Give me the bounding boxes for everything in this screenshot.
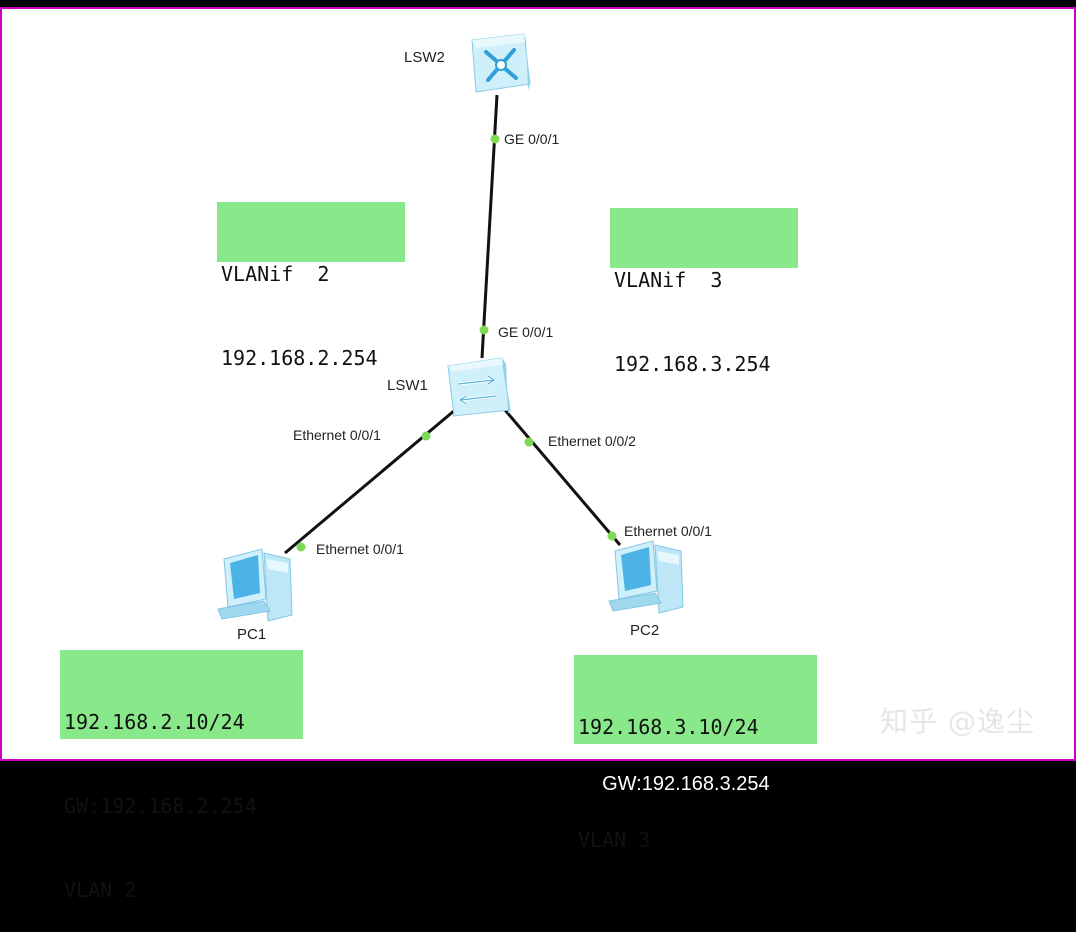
port-label-lsw1-e1: Ethernet 0/0/1 (293, 427, 381, 443)
port-dot-pc1-e (296, 542, 306, 552)
core-switch-icon (471, 33, 531, 93)
port-label-lsw1-ge: GE 0/0/1 (498, 324, 554, 340)
port-label-lsw2-ge: GE 0/0/1 (504, 131, 560, 147)
note-pc1: 192.168.2.10/24 GW:192.168.2.254 VLAN 2 (60, 650, 303, 902)
device-label-lsw2: LSW2 (404, 49, 445, 66)
pc-icon (217, 548, 293, 622)
port-dot-lsw1-e1 (421, 431, 431, 441)
note-vlanif2-ip: 192.168.2.254 (221, 346, 378, 370)
device-label-pc2: PC2 (630, 622, 660, 639)
note-pc2-gw: GW:192.168.3.254 (599, 770, 773, 798)
note-vlanif3-ip: 192.168.3.254 (614, 352, 771, 376)
port-dot-lsw1-e2 (524, 437, 534, 447)
link-lsw2-lsw1[interactable] (480, 94, 499, 359)
note-pc2-vlan: VLAN 3 (578, 828, 651, 852)
device-lsw1[interactable] (444, 354, 516, 418)
access-switch-icon (447, 357, 511, 417)
note-vlanif2-name: VLANif 2 (221, 262, 330, 286)
port-dot-pc2-e (607, 531, 617, 541)
note-pc2: 192.168.3.10/24 GW:192.168.3.254 VLAN 3 (574, 655, 817, 852)
port-dot-lsw2-ge (490, 134, 500, 144)
port-label-pc1-e: Ethernet 0/0/1 (316, 541, 404, 557)
port-label-pc2-e: Ethernet 0/0/1 (624, 523, 712, 539)
watermark: 知乎 @逸尘 (880, 705, 1035, 738)
note-vlanif3-name: VLANif 3 (614, 268, 723, 292)
pc-icon (608, 540, 684, 614)
note-pc2-ip: 192.168.3.10/24 (578, 715, 759, 739)
device-label-lsw1: LSW1 (387, 377, 428, 394)
note-pc1-ip: 192.168.2.10/24 (64, 710, 245, 734)
topology-links (284, 94, 622, 555)
note-vlanif3: VLANif 3 192.168.3.254 (610, 208, 798, 376)
port-label-lsw1-e2: Ethernet 0/0/2 (548, 433, 636, 449)
canvas (0, 7, 1076, 761)
note-vlanif2: VLANif 2 192.168.2.254 (217, 202, 405, 370)
note-pc1-vlan: VLAN 2 (64, 878, 137, 902)
device-pc1[interactable] (214, 545, 298, 623)
note-pc1-gw: GW:192.168.2.254 (64, 794, 257, 818)
device-label-pc1: PC1 (237, 626, 267, 643)
device-lsw2[interactable] (462, 32, 532, 96)
port-dot-lsw1-ge (479, 325, 489, 335)
device-pc2[interactable] (605, 537, 689, 615)
link-lsw1-pc2[interactable] (503, 409, 622, 546)
